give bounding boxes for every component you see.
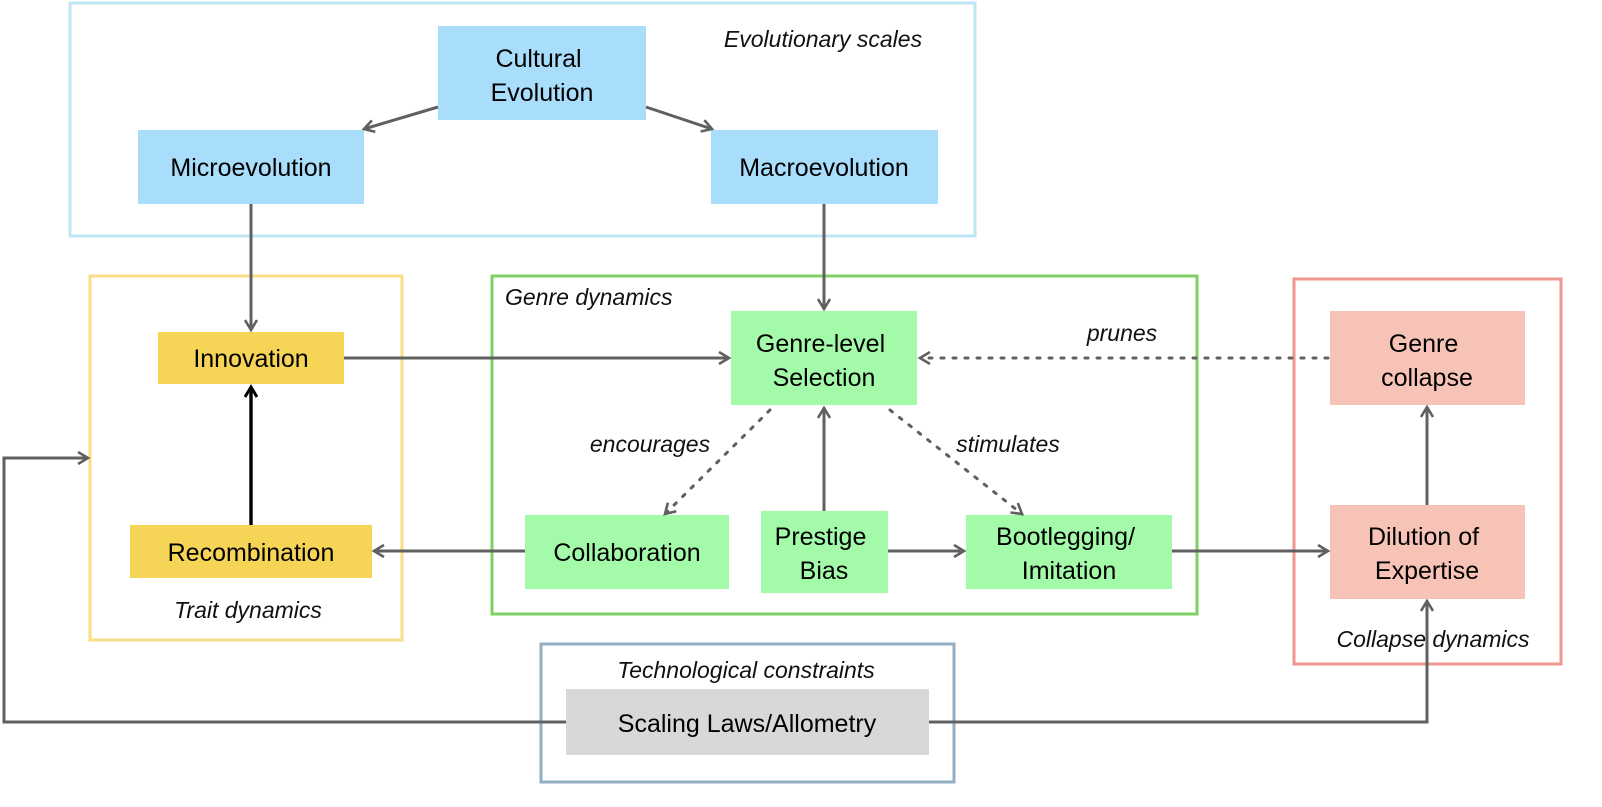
node-label-microevolution: Microevolution: [170, 154, 331, 182]
arrow-cultural-to-micro: [364, 105, 439, 129]
edge-label-prunes: prunes: [1086, 320, 1158, 346]
node-genre-level-selection: [731, 311, 917, 405]
node-label-prestige-bias: Prestige Bias: [775, 523, 874, 585]
node-cultural-evolution: [438, 26, 646, 120]
node-collaboration: [525, 515, 729, 589]
arrow-cultural-to-macro: [645, 105, 712, 129]
group-frame-technological-constraints: [539, 642, 956, 784]
node-label-scaling-laws-allometry: Scaling Laws/Allometry: [618, 710, 877, 738]
node-microevolution: [138, 130, 364, 204]
group-label-trait-dynamics: Trait dynamics: [174, 597, 322, 623]
group-label-evolutionary-scales: Evolutionary scales: [724, 26, 923, 52]
node-macroevolution: [711, 130, 938, 204]
node-recombination: [130, 525, 372, 578]
node-label-recombination: Recombination: [168, 539, 335, 567]
node-prestige-bias: [761, 511, 888, 593]
node-label-bootlegging-imitation: Bootlegging/ Imitation: [996, 523, 1142, 585]
node-label-genre-level-selection: Genre-level Selection: [756, 330, 892, 392]
arrow-selection-encourages-collaboration: [665, 408, 772, 514]
node-bootlegging-imitation: [966, 515, 1172, 589]
edge-label-stimulates: stimulates: [956, 431, 1060, 457]
arrow-selection-stimulates-bootlegging: [888, 408, 1022, 514]
arrow-scaling-to-dilution: [929, 601, 1427, 724]
node-label-dilution-of-expertise: Dilution of Expertise: [1368, 523, 1486, 585]
group-frame-evolutionary-scales: [68, 1, 977, 238]
node-innovation: [158, 332, 344, 384]
node-genre-collapse: [1330, 311, 1525, 405]
edge-label-encourages: encourages: [590, 431, 711, 457]
node-scaling-laws-allometry: [566, 689, 929, 755]
group-frame-genre-dynamics: [490, 274, 1199, 616]
node-dilution-of-expertise: [1330, 505, 1525, 599]
node-label-macroevolution: Macroevolution: [739, 154, 909, 182]
node-label-collaboration: Collaboration: [553, 539, 700, 567]
node-label-innovation: Innovation: [193, 345, 308, 373]
node-label-cultural-evolution: Cultural Evolution: [491, 45, 594, 107]
group-label-collapse-dynamics: Collapse dynamics: [1336, 626, 1530, 652]
group-label-genre-dynamics: Genre dynamics: [505, 284, 673, 310]
group-label-technological-constraints: Technological constraints: [617, 657, 875, 683]
arrow-scaling-to-trait-dynamics: [2, 458, 566, 724]
node-label-genre-collapse: Genre collapse: [1381, 330, 1473, 392]
group-frame-trait-dynamics: [88, 274, 404, 642]
